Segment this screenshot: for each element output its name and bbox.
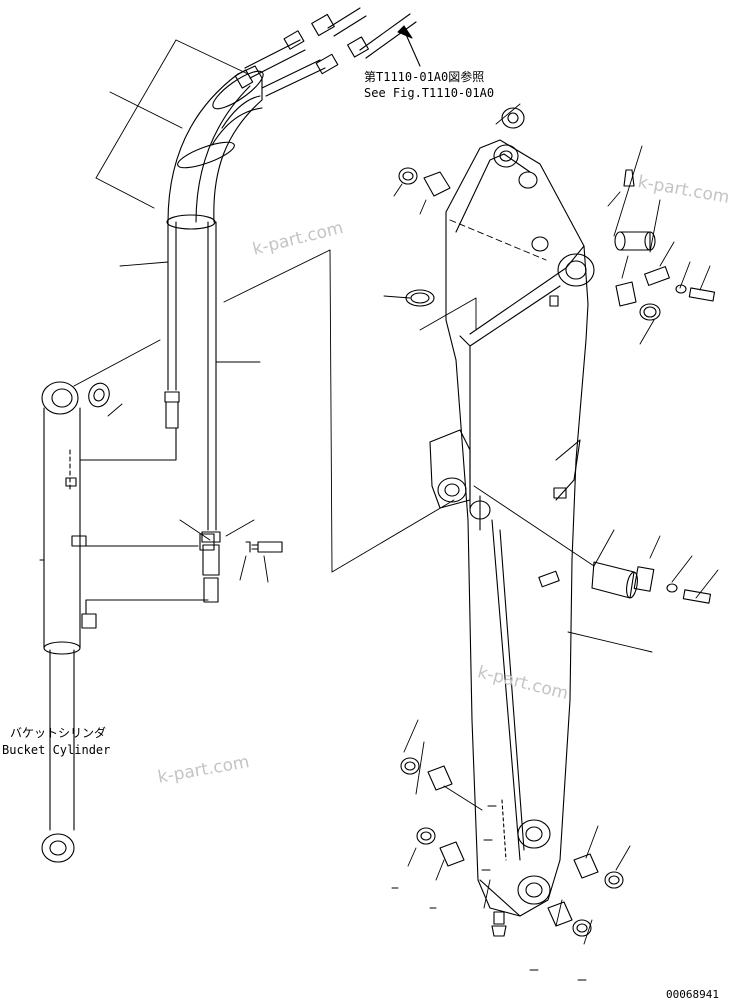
pins-bushings [398,107,716,937]
reference-arrow-icon [397,25,421,67]
bucket-cylinder-label-en: Bucket Cylinder [2,743,111,757]
reference-label-jp: 第T1110-01A0図参照 [364,70,485,84]
drawing-number: 00068941 [666,988,719,1001]
bucket-cylinder-label-jp: バケットシリンダ [10,726,107,740]
bucket-cylinder [39,381,209,863]
clamp-and-bolt [88,382,283,553]
hose-assembly [164,7,417,603]
arm-structure [429,139,595,937]
leader-lines [73,39,719,981]
reference-label-en: See Fig.T1110-01A0 [364,86,495,100]
